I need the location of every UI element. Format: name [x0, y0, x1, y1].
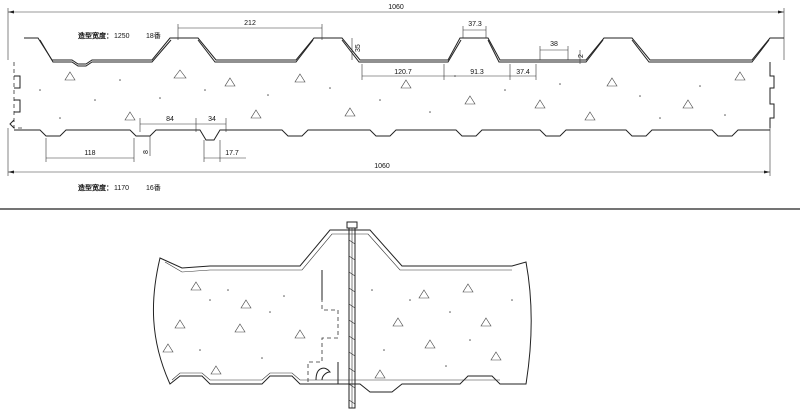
- dim-label-37-3: 37.3: [468, 21, 482, 28]
- top-steel-profile-inner: [39, 39, 770, 67]
- dim-label-120-7: 120.7: [394, 69, 412, 76]
- top-steel-profile: [24, 37, 784, 65]
- dim-label-1060-bottom: 1060: [374, 163, 390, 170]
- fastener-screw: [346, 221, 358, 409]
- dimension-38: 38: [539, 41, 569, 60]
- dimension-bottom-overall: 1060: [7, 128, 771, 176]
- note-bottom-value: 1170: [114, 185, 129, 192]
- note-top-gauge: 18番: [146, 32, 161, 40]
- joint-bottom-sheet-inner: [171, 372, 500, 381]
- dimension-8: 8: [143, 136, 151, 156]
- dim-label-91-3: 91.3: [470, 69, 484, 76]
- dim-label-84: 84: [166, 116, 174, 123]
- dim-label-35: 35: [355, 44, 362, 52]
- joint-panel-outline: [152, 229, 532, 393]
- note-bottom-gauge: 16番: [146, 184, 161, 192]
- note-top-value: 1250: [114, 33, 130, 40]
- joint-seam-hook: [315, 367, 331, 381]
- dim-label-17-7: 17.7: [225, 150, 239, 157]
- dim-label-38: 38: [550, 41, 558, 48]
- note-top-label: 造型宽度：: [78, 31, 113, 40]
- dimension-212: 212: [177, 20, 323, 40]
- dim-label-2: 2: [578, 54, 585, 58]
- dim-label-37-4: 37.4: [516, 69, 530, 76]
- foam-core-left-edge: [13, 62, 24, 129]
- dimension-chain-mid: 120.7 91.3 37.4: [361, 64, 537, 80]
- dimension-17-7: 17.7: [203, 140, 246, 162]
- dim-label-212: 212: [244, 20, 256, 27]
- note-bottom: 造型宽度： 1170 16番: [78, 183, 161, 192]
- joint-top-sheet-inner: [164, 233, 512, 273]
- dimension-35: 35: [351, 38, 362, 60]
- dim-label-118: 118: [84, 150, 95, 157]
- dimension-37-3: 37.3: [462, 21, 487, 38]
- dimension-118: 118: [45, 138, 135, 162]
- bottom-steel-profile: [14, 129, 770, 141]
- dimension-chain-lower-left: 84 34: [139, 116, 227, 132]
- foam-texture-joint: [162, 281, 513, 379]
- top-panel-drawing: 1060: [7, 4, 785, 192]
- dimension-top-overall: 1060: [7, 4, 785, 60]
- dim-label-34: 34: [208, 116, 216, 123]
- note-top: 造型宽度： 1250 18番: [78, 31, 161, 40]
- dim-label-1060-top: 1060: [388, 4, 404, 11]
- joint-seam-solid: [321, 270, 339, 384]
- joint-seam-dashed: [307, 270, 339, 384]
- note-bottom-label: 造型宽度：: [78, 183, 113, 192]
- joint-detail-drawing: [152, 221, 532, 409]
- foam-texture-top: [39, 69, 746, 121]
- foam-core-left-joint: [9, 75, 21, 129]
- foam-core-right-edge: [769, 62, 775, 128]
- dimension-2: 2: [578, 50, 585, 64]
- dim-label-8: 8: [143, 150, 150, 154]
